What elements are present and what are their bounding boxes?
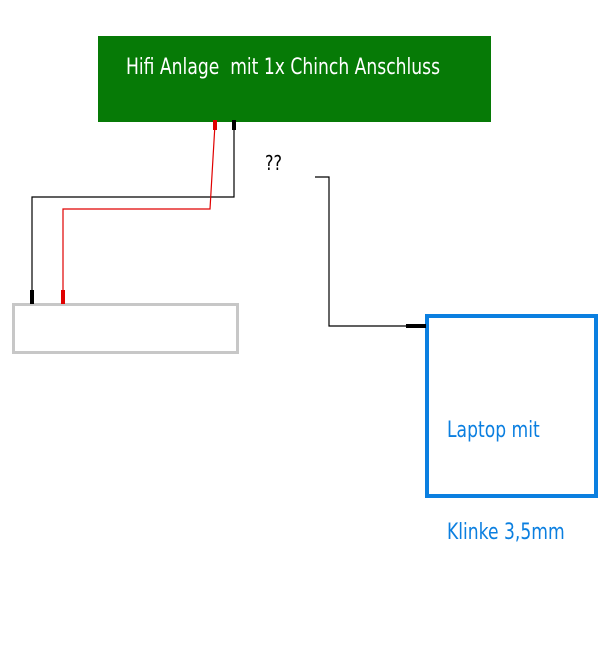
laptop-label: Laptop mit Klinke 3,5mm	[447, 346, 603, 618]
laptop-label-line2: Klinke 3,5mm	[447, 520, 565, 545]
hifi-system-box	[98, 36, 491, 122]
question-mark-label: ??	[265, 151, 282, 175]
laptop-label-line1: Laptop mit	[447, 418, 540, 443]
red-cable	[62, 123, 216, 300]
black-cable	[31, 124, 235, 300]
laptop-box	[425, 314, 598, 498]
red-plug-hifi	[213, 120, 217, 130]
hifi-system-label: Hifi Anlage mit 1x Chinch Anschluss	[126, 55, 441, 80]
black-plug-hifi	[232, 120, 236, 130]
red-plug-box	[61, 290, 65, 304]
gray-device-box	[12, 303, 239, 354]
laptop-cable	[315, 176, 424, 327]
black-plug-box	[30, 290, 34, 304]
jack-plug-laptop	[406, 324, 426, 328]
